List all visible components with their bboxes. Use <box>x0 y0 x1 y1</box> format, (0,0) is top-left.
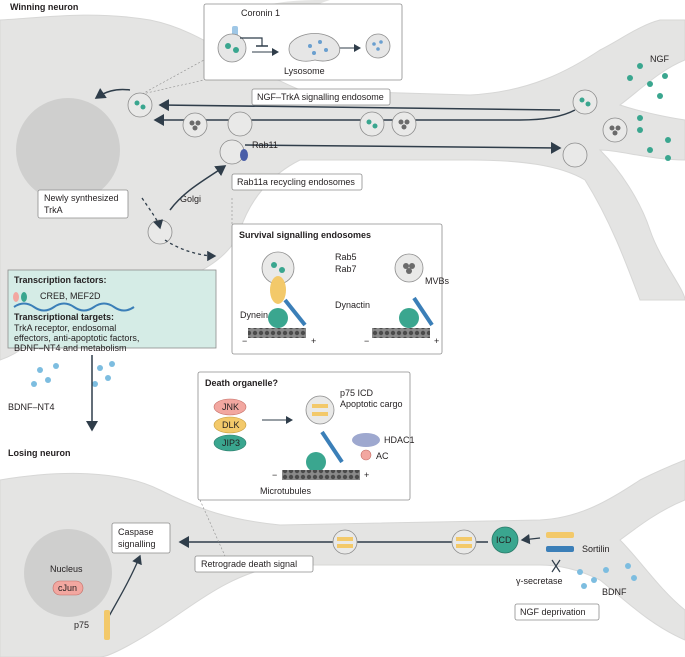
plus-1: + <box>311 336 316 346</box>
jip3-label: JIP3 <box>222 438 240 448</box>
ngf-trka-endosome-label: NGF–TrkA signalling endosome <box>257 92 384 102</box>
cjun-badge <box>52 580 84 596</box>
ngf-deprivation-box <box>514 603 600 621</box>
icd-label: ICD <box>496 535 512 545</box>
signalling-endosomes <box>127 89 628 245</box>
new-trka-box <box>37 189 129 219</box>
ac-label: AC <box>376 451 389 461</box>
p75-label: p75 <box>74 620 89 630</box>
retrograde-death-label: Retrograde death signal <box>201 559 297 569</box>
dlk-label: DLK <box>222 420 240 430</box>
survival-title: Survival signalling endosomes <box>239 230 371 240</box>
dynein-death-icon <box>306 452 326 472</box>
rab5-rab7-icon <box>270 276 286 304</box>
jnk-label: JNK <box>222 402 239 412</box>
bdnf-nt4-dots <box>31 361 115 387</box>
rab11-icon <box>240 149 248 161</box>
rab7-label: Rab7 <box>335 264 357 274</box>
dynein-mvb-icon <box>399 308 419 328</box>
ngf-label: NGF <box>650 54 670 64</box>
dlk-icon <box>213 416 247 434</box>
minus-1: − <box>242 336 247 346</box>
sortilin-label: Sortilin <box>582 544 610 554</box>
death-title: Death organelle? <box>205 378 278 388</box>
bdnf-dots <box>577 563 637 589</box>
dynein-survival-icon <box>268 308 288 328</box>
sortilin-icon <box>546 532 574 538</box>
nucleus-label: Nucleus <box>50 564 83 574</box>
caspase-line2: signalling <box>118 539 156 549</box>
jnk-icon <box>213 398 247 416</box>
tt-line1: TrkA receptor, endosomal <box>14 323 116 333</box>
tt-title: Transcriptional targets: <box>14 312 114 322</box>
coronin-label: Coronin 1 <box>241 8 280 18</box>
icd-icon <box>491 526 519 554</box>
mvb-cores <box>189 119 621 136</box>
tt-line3: BDNF–NT4 and metabolism <box>14 343 127 353</box>
hdac1-label: HDAC1 <box>384 435 415 445</box>
rab5-label: Rab5 <box>335 252 357 262</box>
losing-neuron-body <box>0 459 685 657</box>
gamma-secretase-label: γ-secretase <box>516 576 563 586</box>
caspase-line1: Caspase <box>118 527 154 537</box>
tf-title: Transcription factors: <box>14 275 107 285</box>
losing-neuron-label: Losing neuron <box>8 448 71 458</box>
tf-box <box>7 269 217 349</box>
p75-receptor-icon <box>104 610 110 640</box>
tt-line2: effectors, anti-apoptotic factors, <box>14 333 139 343</box>
rab11a-box <box>231 173 363 191</box>
caspase-box <box>111 522 171 554</box>
minus-3: − <box>272 470 277 480</box>
bdnf-nt4-label: BDNF–NT4 <box>8 402 55 412</box>
scissors-icon <box>551 559 561 573</box>
microtubule-survival-2 <box>372 328 430 338</box>
rab11a-label: Rab11a recycling endosomes <box>237 177 355 187</box>
lysosome-icon <box>288 33 341 62</box>
ngf-in-endosomes <box>134 97 591 129</box>
microtubule-survival-1 <box>248 328 306 338</box>
cjun-label: cJun <box>58 583 77 593</box>
new-trka-line1: Newly synthesized <box>44 193 119 203</box>
microtubule-death <box>282 470 360 480</box>
apoptotic-cargo-label: Apoptotic cargo <box>340 399 403 409</box>
retrograde-death-box <box>194 555 314 573</box>
endosome-icon <box>217 33 247 63</box>
new-trka-line2: TrkA <box>44 205 63 215</box>
plus-2: + <box>434 336 439 346</box>
winning-nucleus <box>16 98 120 202</box>
mvbs-label: MVBs <box>425 276 450 286</box>
minus-2: − <box>364 336 369 346</box>
p75-icd-label: p75 ICD <box>340 388 374 398</box>
dna-icon <box>13 302 135 312</box>
golgi-label: Golgi <box>180 194 201 204</box>
plus-3: + <box>364 470 369 480</box>
dynactin-survival-icon <box>283 298 307 327</box>
ngf-deprivation-label: NGF deprivation <box>520 607 586 617</box>
hdac1-icon <box>352 433 380 447</box>
dynein-label: Dynein <box>240 310 268 320</box>
ngf-trka-endosome-box <box>251 88 391 106</box>
ac-icon <box>360 449 372 461</box>
winning-neuron-label: Winning neuron <box>10 2 78 12</box>
bdnf-label: BDNF <box>602 587 627 597</box>
losing-nucleus <box>24 529 112 617</box>
rab11-label: Rab11 <box>252 140 278 150</box>
tf-items: CREB, MEF2D <box>40 291 101 301</box>
dynactin-label: Dynactin <box>335 300 370 310</box>
ngf-dots <box>627 63 671 161</box>
death-endosome-icon <box>305 395 335 425</box>
lysosome-label: Lysosome <box>284 66 325 76</box>
microtubules-label: Microtubules <box>260 486 312 496</box>
death-box <box>197 371 411 501</box>
jip3-icon <box>213 434 247 452</box>
degraded-vesicle-icon <box>365 33 391 59</box>
